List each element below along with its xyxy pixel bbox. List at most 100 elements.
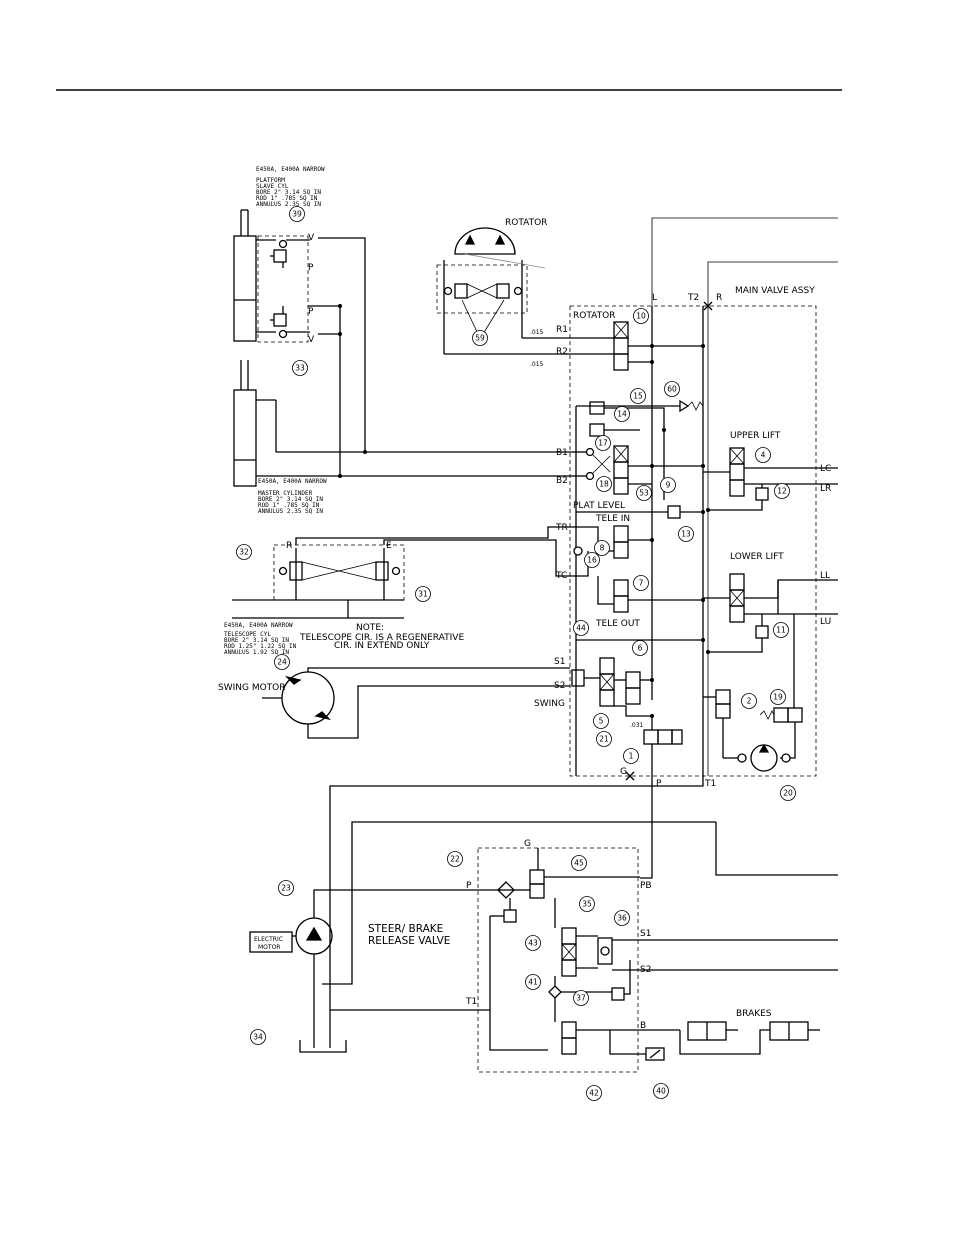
callout-circle [595, 435, 611, 451]
valve-2 [703, 689, 731, 758]
callout-number: 4 [761, 451, 766, 460]
valve-1 [643, 716, 683, 776]
callout-number: 44 [576, 624, 586, 633]
master-spec-3: BORE 2" 3.14 SQ IN [258, 496, 323, 503]
tele-in-valve-8 [570, 525, 652, 577]
callout-bubbles: 3933591060151417188534121391671132312444… [236, 206, 796, 1101]
port-s2: S2 [554, 681, 565, 691]
callout-number: 10 [636, 312, 646, 321]
platform-spec-6: ANNULUS 2.35 SQ IN [256, 201, 321, 208]
callout-number: 2 [747, 697, 752, 706]
swing-motor [262, 671, 335, 725]
callout-circle [525, 974, 541, 990]
sb-port-g: G [524, 839, 531, 849]
callout-number: 24 [277, 658, 287, 667]
master-spec-2: MASTER CYLINDER [258, 490, 313, 497]
callout-circle [292, 360, 308, 376]
callout-circle [236, 544, 252, 560]
callout-number: 42 [589, 1089, 599, 1098]
port-s1: S1 [554, 657, 565, 667]
pump-23 [292, 917, 333, 955]
brakes [679, 1021, 820, 1055]
callout-circle [741, 693, 757, 709]
callout-number: 15 [633, 392, 643, 401]
callout-circle [755, 447, 771, 463]
callout-number: 43 [528, 939, 538, 948]
port-tc: TC [555, 571, 567, 581]
callout-circle [770, 689, 786, 705]
callout-circle [525, 935, 541, 951]
port-lr: LR [820, 484, 831, 494]
port-lu: LU [820, 617, 831, 627]
plat-level-valve-9 [570, 445, 703, 495]
swing-relief-6 [614, 671, 652, 705]
callout-number: 19 [773, 693, 783, 702]
platform-slave-cylinder [233, 209, 309, 343]
solenoid-40 [609, 1030, 665, 1061]
sb-port-s2: S2 [640, 965, 651, 975]
tele-out-valve-7 [597, 576, 703, 613]
callout-circle [586, 1085, 602, 1101]
port-lc: LC [820, 464, 831, 474]
upper-lift-label: UPPER LIFT [730, 431, 781, 441]
port-p-a: P [308, 263, 314, 273]
callout-circle [571, 855, 587, 871]
callout-circle [274, 654, 290, 670]
tank-34 [299, 954, 490, 1053]
callout-circle [623, 748, 639, 764]
callout-number: 39 [292, 210, 302, 219]
callout-circle [472, 330, 488, 346]
valve-19 [759, 614, 803, 759]
tele-out-label: TELE OUT [595, 619, 640, 629]
callout-number: 53 [639, 489, 649, 498]
note-line-2: CIR. IN EXTEND ONLY [334, 641, 430, 651]
master-cylinder [233, 360, 340, 487]
rotator-actuator [436, 227, 546, 354]
port-l: L [652, 293, 657, 303]
callout-number: 60 [667, 385, 677, 394]
port-b2: B2 [556, 476, 568, 486]
note-line-1: TELESCOPE CIR. IS A REGENERATIVE [299, 633, 464, 643]
callout-circle [636, 485, 652, 501]
callout-number: 18 [599, 480, 609, 489]
steer-brake-label-2: RELEASE VALVE [368, 935, 450, 947]
callout-circle [573, 620, 589, 636]
callout-circle [584, 552, 600, 568]
port-b1: B1 [556, 448, 568, 458]
shuttle-36 [597, 937, 838, 971]
callout-circle [773, 622, 789, 638]
steer-brake-label-1: STEER/ BRAKE [368, 923, 443, 935]
callout-number: 41 [528, 978, 538, 987]
callout-number: 31 [418, 590, 428, 599]
filter-22 [497, 881, 530, 899]
pump-20 [723, 743, 791, 772]
callout-circle [278, 880, 294, 896]
sb-port-p: P [466, 881, 472, 891]
callout-number: 22 [450, 855, 460, 864]
port-p-bottom: P [656, 779, 662, 789]
port-r-top: R [716, 293, 722, 303]
callout-number: 37 [576, 994, 586, 1003]
orifice-r1: .015 [530, 329, 544, 336]
sb-port-pb: PB [640, 881, 652, 891]
upper-lift-valve-4 [703, 447, 838, 511]
callout-circle [633, 308, 649, 324]
callout-number: 11 [776, 626, 786, 635]
rotator-title: ROTATOR [505, 218, 547, 228]
tele-spec-4: ROD 1.25" 1.22 SQ IN [224, 643, 297, 650]
port-ll: LL [820, 571, 830, 581]
callout-circle [415, 586, 431, 602]
callout-circle [633, 575, 649, 591]
electric-motor-label-2: MOTOR [258, 944, 280, 951]
valve-42 [554, 998, 680, 1055]
callout-circle [579, 896, 595, 912]
callout-circle [664, 381, 680, 397]
swing-valve-5 [571, 657, 615, 707]
callout-number: 34 [253, 1033, 263, 1042]
port-r2: R2 [556, 347, 568, 357]
callout-number: 6 [638, 644, 643, 653]
callout-circle [596, 731, 612, 747]
tele-spec-2: TELESCOPE CYL [224, 631, 271, 638]
sb-port-t1: T1 [465, 997, 477, 1007]
